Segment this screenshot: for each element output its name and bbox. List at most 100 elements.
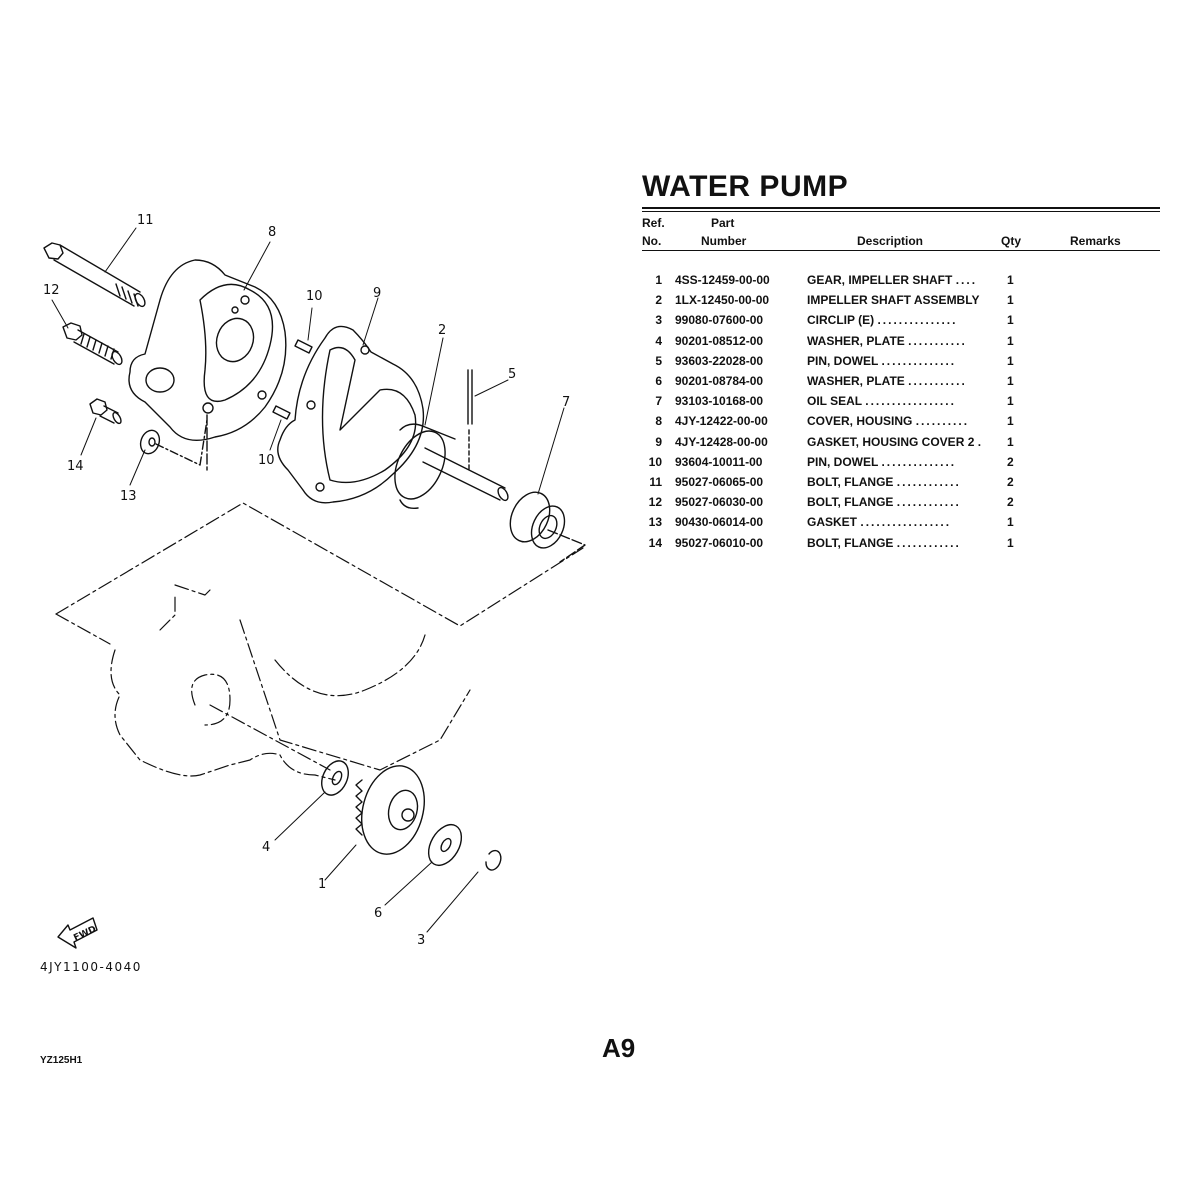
row-part-number: 4JY-12428-00-00 xyxy=(675,434,768,449)
page-title: WATER PUMP xyxy=(642,170,849,203)
row-part-number: 95027-06065-00 xyxy=(675,474,764,489)
description-text: WASHER, PLATE xyxy=(807,333,905,348)
illustration-code: 4JY1100-4040 xyxy=(40,960,142,974)
dot-leader: ............ xyxy=(896,535,961,550)
header-part-line1: Part xyxy=(711,216,735,230)
description-text: OIL SEAL xyxy=(807,394,862,409)
row-description: OIL SEAL ................. xyxy=(807,391,1007,411)
callout-11: 11 xyxy=(137,213,154,228)
callouts: 11 8 12 10 9 2 5 7 14 13 10 4 1 6 3 xyxy=(43,213,570,948)
header-remarks: Remarks xyxy=(1070,234,1121,248)
row-description: WASHER, PLATE ........... xyxy=(807,331,1007,351)
callout-8: 8 xyxy=(268,225,276,240)
callout-10-lower: 10 xyxy=(258,453,275,468)
callout-6: 6 xyxy=(374,906,382,921)
bolt-11-drawing xyxy=(43,242,146,308)
table-row: 5 93603-22028-00 PIN, DOWEL ..............… xyxy=(642,351,1047,371)
row-qty: 1 xyxy=(1007,515,1014,530)
row-part-number: 95027-06010-00 xyxy=(675,535,764,550)
header-ref-line1: Ref. xyxy=(642,216,665,230)
callout-10-upper: 10 xyxy=(306,289,323,304)
row-ref: 6 xyxy=(655,374,662,389)
callout-3: 3 xyxy=(417,933,425,948)
dot-leader: .............. xyxy=(881,454,957,469)
description-text: BOLT, FLANGE xyxy=(807,495,894,510)
crankcase-phantom-drawing xyxy=(55,502,584,781)
table-row: 11 95027-06065-00 BOLT, FLANGE ...........… xyxy=(642,472,1047,492)
row-part-number: 95027-06030-00 xyxy=(675,495,764,510)
description-text: PIN, DOWEL xyxy=(807,454,879,469)
description-text: GASKET xyxy=(807,515,858,530)
row-part-number: 93603-22028-00 xyxy=(675,353,764,368)
row-ref: 4 xyxy=(655,333,662,348)
model-code: YZ125H1 xyxy=(40,1055,83,1066)
row-description: BOLT, FLANGE ............ xyxy=(807,472,1007,492)
callout-1: 1 xyxy=(318,877,326,892)
row-part-number: 90201-08512-00 xyxy=(675,333,764,348)
row-ref: 14 xyxy=(648,535,662,550)
dot-leader: . xyxy=(977,434,984,449)
row-qty: 1 xyxy=(1007,353,1014,368)
table-header: Ref. No. Part Number Description Qty Rem… xyxy=(642,216,1160,250)
row-qty: 1 xyxy=(1007,273,1014,288)
row-description: PIN, DOWEL .............. xyxy=(807,452,1007,472)
row-part-number: 93103-10168-00 xyxy=(675,394,764,409)
circlip-3-drawing xyxy=(485,849,502,871)
row-ref: 9 xyxy=(655,434,662,449)
dot-leader: ........... xyxy=(908,333,967,348)
row-qty: 1 xyxy=(1007,293,1014,308)
row-qty: 1 xyxy=(1007,414,1014,429)
row-ref: 5 xyxy=(655,353,662,368)
cover-housing-8-drawing xyxy=(128,259,287,471)
table-row: 14 95027-06010-00 BOLT, FLANGE ...........… xyxy=(642,532,1047,552)
row-part-number: 4JY-12422-00-00 xyxy=(675,414,768,429)
callout-7: 7 xyxy=(562,395,570,410)
row-description: PIN, DOWEL .............. xyxy=(807,351,1007,371)
description-text: PIN, DOWEL xyxy=(807,353,879,368)
dot-leader: .......... xyxy=(915,414,970,429)
dot-leader: ................. xyxy=(860,515,952,530)
row-ref: 11 xyxy=(649,474,662,489)
washer-4-drawing xyxy=(321,760,349,796)
header-rule xyxy=(642,250,1160,251)
pin-10-lower-drawing xyxy=(272,405,291,420)
dot-leader: .............. xyxy=(881,353,957,368)
gasket-13-drawing xyxy=(139,419,208,466)
title-double-rule xyxy=(642,207,1160,212)
gear-1-drawing xyxy=(355,765,425,855)
page-number: A9 xyxy=(602,1033,636,1063)
callout-14: 14 xyxy=(67,459,84,474)
row-description: COVER, HOUSING .......... xyxy=(807,411,1007,431)
header-part-line2: Number xyxy=(701,234,747,248)
dot-leader: ............... xyxy=(877,313,958,328)
row-qty: 1 xyxy=(1007,394,1014,409)
table-row: 4 90201-08512-00 WASHER, PLATE ...........… xyxy=(642,331,1047,351)
description-text: WASHER, PLATE xyxy=(807,374,905,389)
leader-lines xyxy=(51,227,565,933)
row-ref: 12 xyxy=(648,495,662,510)
washer-6-drawing xyxy=(427,824,463,866)
row-description: BOLT, FLANGE ............ xyxy=(807,532,1007,552)
row-part-number: 1LX-12450-00-00 xyxy=(675,293,770,308)
row-description: BOLT, FLANGE ............ xyxy=(807,492,1007,512)
dot-leader: ........... xyxy=(908,374,967,389)
row-description: GASKET ................. xyxy=(807,512,1007,532)
callout-12: 12 xyxy=(43,283,60,298)
row-ref: 2 xyxy=(655,293,662,308)
oil-seal-7-drawing xyxy=(509,491,586,563)
row-part-number: 93604-10011-00 xyxy=(675,454,763,469)
callout-13: 13 xyxy=(120,489,137,504)
row-part-number: 90430-06014-00 xyxy=(675,515,764,530)
exploded-diagram: 11 8 12 10 9 2 5 7 14 13 10 4 1 6 3 FWD xyxy=(0,150,620,1000)
description-text: CIRCLIP (E) xyxy=(807,313,875,328)
bolt-12-drawing xyxy=(62,322,123,366)
header-description: Description xyxy=(857,234,924,248)
dot-leader: ............ xyxy=(896,495,961,510)
